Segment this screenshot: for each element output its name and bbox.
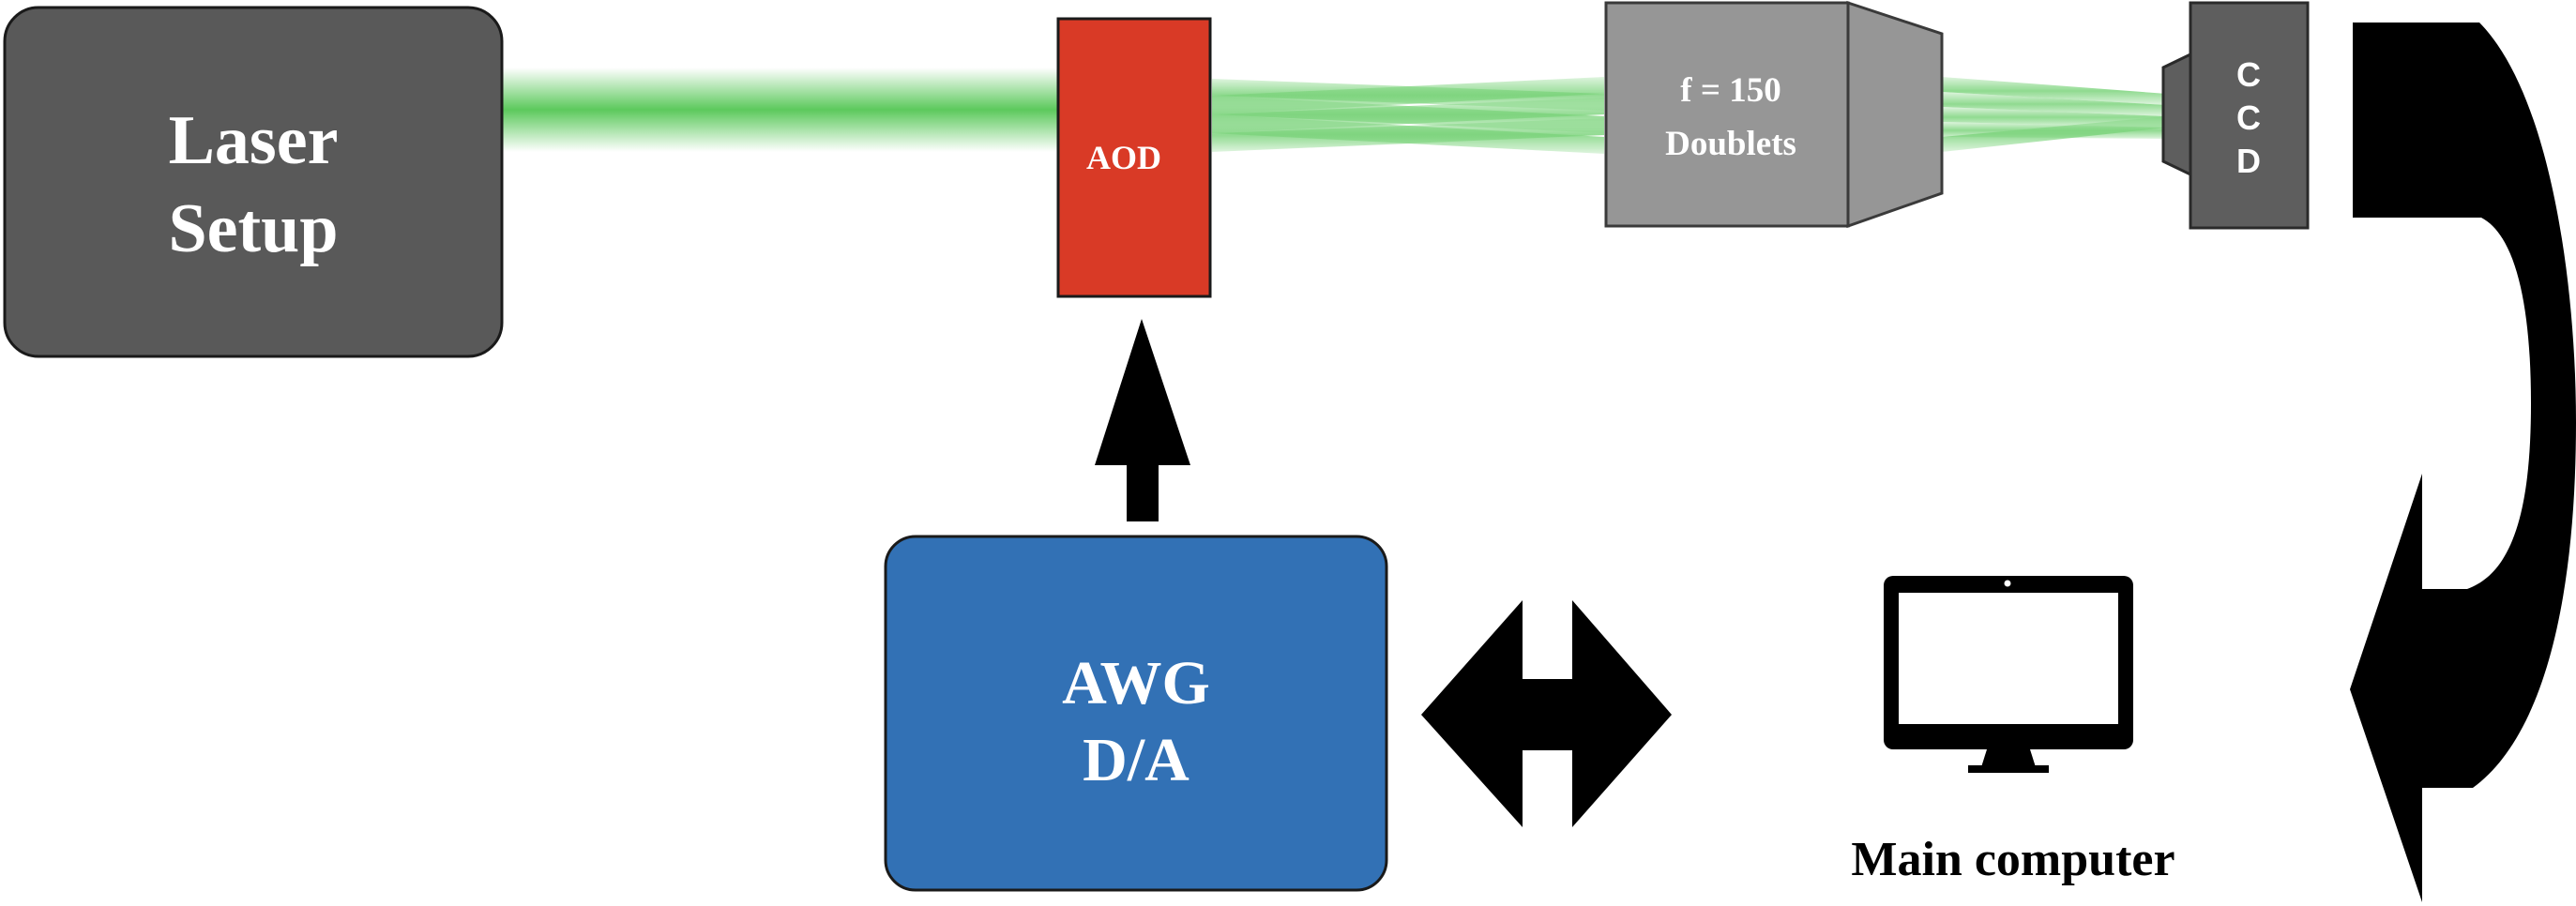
awg-label-line1: AWG [1062,649,1210,717]
awg-da-box [884,535,1388,892]
main-computer-label: Main computer [1851,833,2174,886]
monitor-icon [1884,576,2133,773]
deflected-beams [1212,77,1604,154]
ccd-letter-2: C [2236,98,2261,137]
aod-box [1056,17,1212,298]
lens-box [1604,1,1850,228]
laser-beam [502,68,1060,152]
ccd-body [2189,1,2310,230]
laser-setup-label-line1: Laser [169,102,339,179]
lens-taper [1846,0,1944,229]
lens-label-line2: Doublets [1665,125,1796,163]
ccd-letter-1: C [2236,55,2261,94]
laser-setup-box [3,6,504,358]
laser-setup-label-line2: Setup [169,190,339,267]
awg-label-line2: D/A [1083,726,1190,794]
focused-beams [1942,77,2167,152]
ccd-letter-3: D [2236,142,2261,180]
awg-computer-double-arrow [1421,600,1672,827]
ccd-to-computer-arrow [2350,23,2576,902]
awg-to-aod-arrow [1095,319,1190,521]
lens-label-line1: f = 150 [1680,71,1780,110]
aod-label: AOD [1086,139,1161,176]
ccd-lens-cone [2161,52,2192,177]
